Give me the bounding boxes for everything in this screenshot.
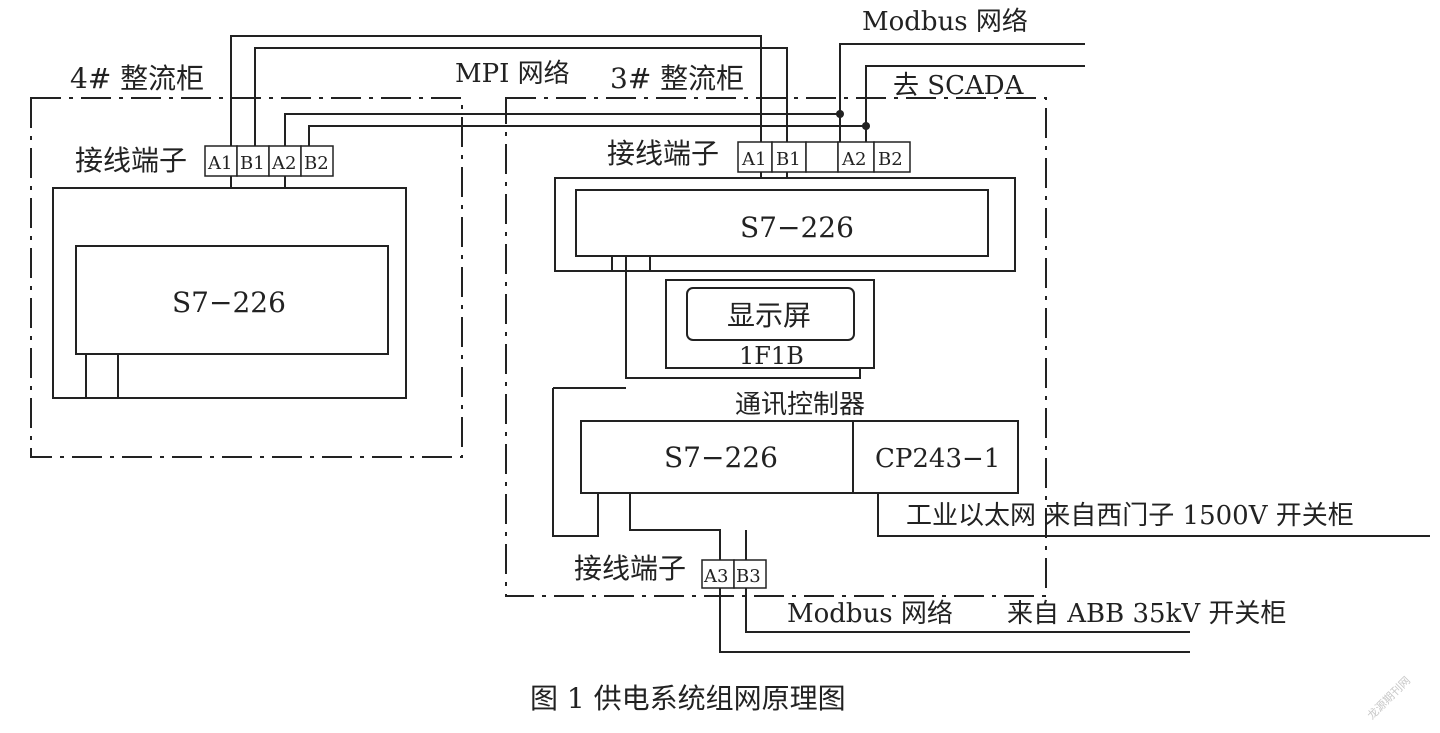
comm-loop-wire	[552, 388, 599, 537]
plc-to-display-wire-1	[625, 256, 861, 379]
ethernet-source-label: 工业以太网 来自西门子 1500V 开关柜	[906, 501, 1354, 531]
terminal-b2-cab3	[873, 141, 911, 173]
terminal-a2-cab3	[837, 141, 875, 173]
mpi-network-label: MPI 网络	[455, 59, 570, 89]
terminal-a1-cab3-label: A1	[741, 149, 766, 170]
modbus-source-net-label: Modbus 网络	[787, 599, 953, 629]
terminal-b3	[733, 559, 767, 589]
panel-id-label: 1F1B	[739, 342, 804, 370]
scada-label: 去 SCADA	[893, 71, 1025, 101]
figure-caption: 图 1 供电系统组网原理图	[530, 682, 846, 715]
modbus-wire-a2	[284, 113, 840, 146]
plc-cab3-frame	[554, 177, 1016, 272]
terminal-b2-cab3-label: B2	[878, 149, 903, 170]
junction-dot-a	[836, 110, 844, 118]
comm-to-terminal-wire-a	[629, 493, 721, 560]
comm-controller-label: 通讯控制器	[735, 390, 865, 420]
plc-cab4-label: S7−226	[172, 286, 286, 319]
plc-cab3-box	[575, 189, 989, 257]
watermark: 龙源期刊网	[1364, 673, 1413, 722]
display-label: 显示屏	[727, 299, 811, 332]
cabinet-3-bottom-terminal-label: 接线端子	[574, 552, 686, 585]
comm-plc-label: S7−226	[664, 441, 778, 474]
plc-cab4-frame	[52, 187, 407, 399]
comm-controller-box	[580, 420, 1019, 494]
modbus-abb-wire-a	[719, 588, 1190, 653]
terminal-b1-cab4-label: B1	[240, 153, 265, 174]
cabinet-3-terminal-strip: A1 B1 A2 B2	[737, 141, 911, 173]
terminal-b2-cab4	[300, 145, 334, 177]
mpi-wire-b1	[254, 47, 788, 176]
modbus-source-dev-label: 来自 ABB 35kV 开关柜	[1007, 599, 1286, 629]
terminal-a2-cab4-label: A2	[271, 153, 296, 174]
mpi-wire-a1	[230, 35, 762, 176]
modbus-top-label: Modbus 网络	[862, 7, 1028, 37]
cabinet-4-boundary	[30, 97, 463, 458]
cabinet-4-terminal-strip: A1 B1 A2 B2	[204, 145, 334, 177]
plc-cab4-box	[75, 245, 389, 355]
modbus-wire-b2	[308, 125, 866, 146]
modbus-abb-wire-b	[745, 588, 1190, 633]
terminal-b1-cab3	[771, 141, 807, 173]
cabinet-3-label: 3# 整流柜	[610, 62, 744, 95]
cabinet-4-terminal-label: 接线端子	[75, 144, 187, 177]
terminal-a2-cab3-label: A2	[841, 149, 866, 170]
cabinet-3-bottom-terminal-strip: A3 B3	[701, 559, 767, 589]
plc-cab3-label: S7−226	[740, 211, 854, 244]
junction-dot-b	[862, 122, 870, 130]
cabinet-4-label: 4# 整流柜	[70, 62, 204, 95]
cabinet-3-terminal-label: 接线端子	[607, 137, 719, 170]
display-screen	[686, 287, 855, 341]
modbus-scada-wire-b	[865, 65, 1085, 126]
terminal-a1-cab4-label: A1	[207, 153, 232, 174]
terminal-b1-cab3-label: B1	[776, 149, 801, 170]
terminal-b2-cab4-label: B2	[304, 153, 329, 174]
cp243-label: CP243−1	[875, 444, 1000, 474]
modbus-scada-wire-a	[839, 43, 1085, 114]
terminal-blank-cab3	[805, 141, 839, 173]
terminal-a1-cab3	[737, 141, 773, 173]
hmi-panel-frame	[665, 279, 875, 369]
terminal-b3-label: B3	[736, 566, 761, 587]
terminal-a3-label: A3	[703, 566, 728, 587]
ethernet-wire	[877, 493, 1430, 537]
